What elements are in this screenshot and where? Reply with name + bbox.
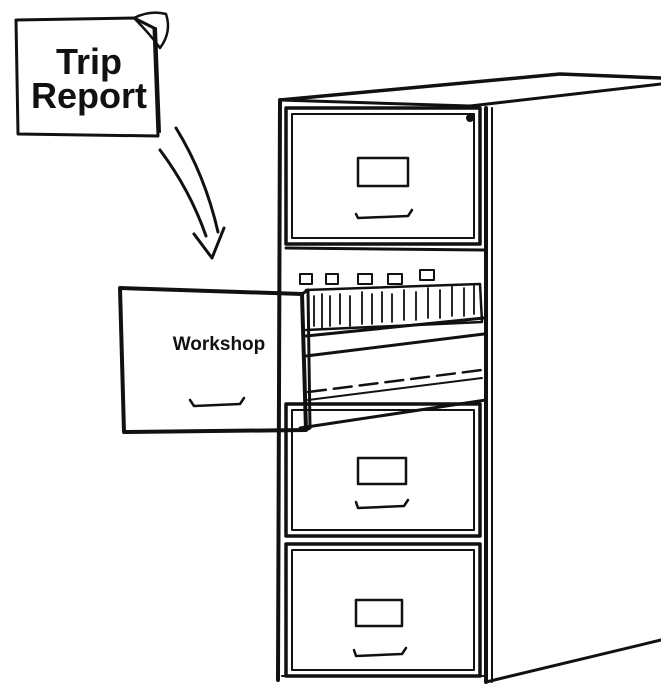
drawer-4-label-holder	[356, 600, 402, 626]
drawer-2-cavity	[286, 248, 486, 428]
drawer-1-label-holder	[358, 158, 408, 186]
cabinet-body	[278, 74, 661, 682]
arrow-icon	[160, 128, 224, 258]
note-title-line2: Report	[31, 75, 147, 116]
drawer-2-handle	[190, 398, 244, 406]
drawer-2-workshop[interactable]: Workshop	[120, 288, 310, 432]
drawer-1[interactable]	[286, 108, 480, 244]
drawer-3-handle	[356, 500, 408, 508]
drawer-1-handle	[356, 210, 412, 218]
drawer-label: Workshop	[173, 334, 266, 355]
drawer-4-handle	[354, 648, 406, 656]
drawer-3-label-holder	[358, 458, 406, 484]
drawer-3[interactable]	[286, 404, 480, 536]
drawer-4[interactable]	[286, 544, 480, 676]
trip-report-note: Trip Report	[16, 13, 168, 136]
